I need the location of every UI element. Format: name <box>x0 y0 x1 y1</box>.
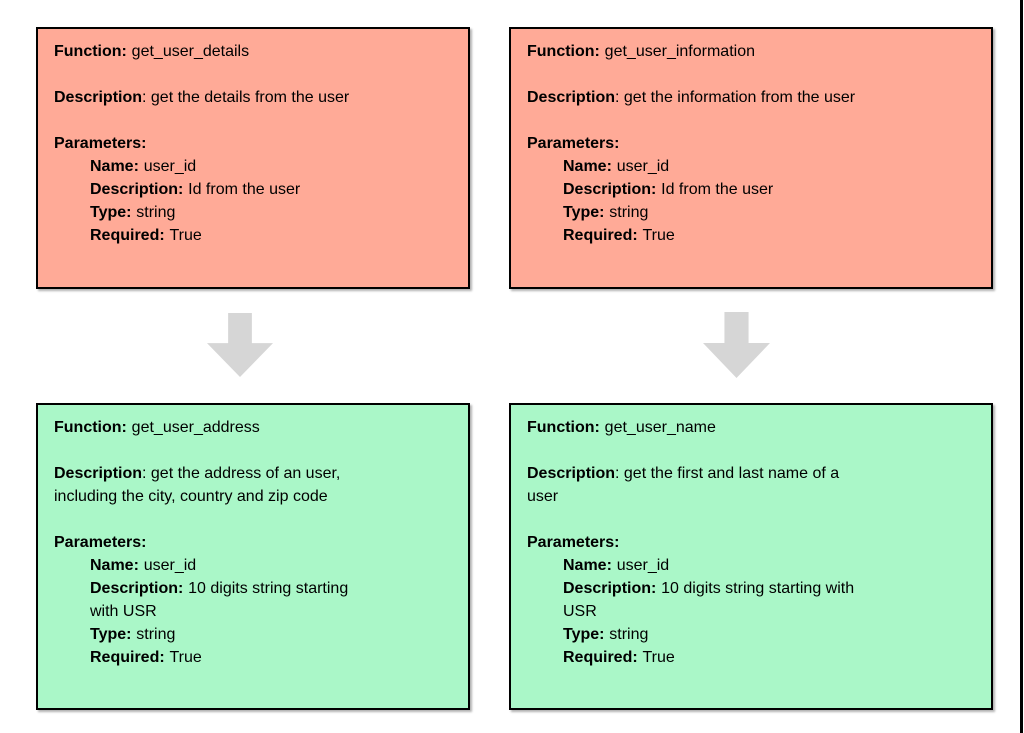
description-label: Description <box>54 465 143 482</box>
frame-right-border <box>1020 0 1023 733</box>
parameters-list: Name:user_id Description:10 digits strin… <box>54 554 452 669</box>
param-name: Name:user_id <box>90 557 197 574</box>
param-type: Type:string <box>90 204 176 221</box>
down-arrow-icon <box>207 313 273 377</box>
description-label: Description <box>54 89 143 106</box>
param-required: Required:True <box>90 227 202 244</box>
function-line: Function:get_user_address <box>54 416 452 439</box>
parameters-header: Parameters: <box>527 135 620 152</box>
parameters-header: Parameters: <box>54 534 147 551</box>
description-label: Description <box>527 89 616 106</box>
function-line: Function:get_user_information <box>527 40 975 63</box>
parameters-header: Parameters: <box>527 534 620 551</box>
function-card-get-user-information: Function:get_user_information Descriptio… <box>509 27 993 289</box>
param-name: Name:user_id <box>563 557 670 574</box>
param-required: Required:True <box>563 227 675 244</box>
description-line: Description: get the first and last name… <box>527 462 975 508</box>
function-name: get_user_details <box>131 43 250 60</box>
param-description: Description:10 digits string starting wi… <box>90 580 349 620</box>
function-line: Function:get_user_details <box>54 40 452 63</box>
parameters-header: Parameters: <box>54 135 147 152</box>
param-required: Required:True <box>90 649 202 666</box>
description-text: : get the details from the user <box>142 89 350 106</box>
function-name: get_user_name <box>604 419 716 436</box>
down-arrow-icon <box>703 312 770 378</box>
description-line: Description: get the details from the us… <box>54 86 452 109</box>
description-line: Description: get the address of an user,… <box>54 462 452 508</box>
description-label: Description <box>527 465 616 482</box>
function-label: Function: <box>527 419 600 436</box>
description-line: Description: get the information from th… <box>527 86 975 109</box>
function-line: Function:get_user_name <box>527 416 975 439</box>
description-text: : get the address of an user, including … <box>54 465 341 505</box>
function-label: Function: <box>54 43 127 60</box>
description-text: : get the information from the user <box>615 89 856 106</box>
function-name: get_user_address <box>131 419 260 436</box>
param-type: Type:string <box>563 204 649 221</box>
param-required: Required:True <box>563 649 675 666</box>
param-description: Description:Id from the user <box>563 181 774 198</box>
function-card-get-user-name: Function:get_user_name Description: get … <box>509 403 993 710</box>
parameters-list: Name:user_id Description:10 digits strin… <box>527 554 975 669</box>
function-label: Function: <box>527 43 600 60</box>
param-description: Description:Id from the user <box>90 181 301 198</box>
description-text: : get the first and last name of a user <box>527 465 840 505</box>
param-name: Name:user_id <box>90 158 197 175</box>
function-card-get-user-details: Function:get_user_details Description: g… <box>36 27 470 289</box>
function-name: get_user_information <box>604 43 755 60</box>
function-label: Function: <box>54 419 127 436</box>
param-description: Description:10 digits string starting wi… <box>563 580 855 620</box>
parameters-list: Name:user_id Description:Id from the use… <box>527 155 975 247</box>
param-type: Type:string <box>90 626 176 643</box>
parameters-list: Name:user_id Description:Id from the use… <box>54 155 452 247</box>
param-name: Name:user_id <box>563 158 670 175</box>
param-type: Type:string <box>563 626 649 643</box>
function-card-get-user-address: Function:get_user_address Description: g… <box>36 403 470 710</box>
